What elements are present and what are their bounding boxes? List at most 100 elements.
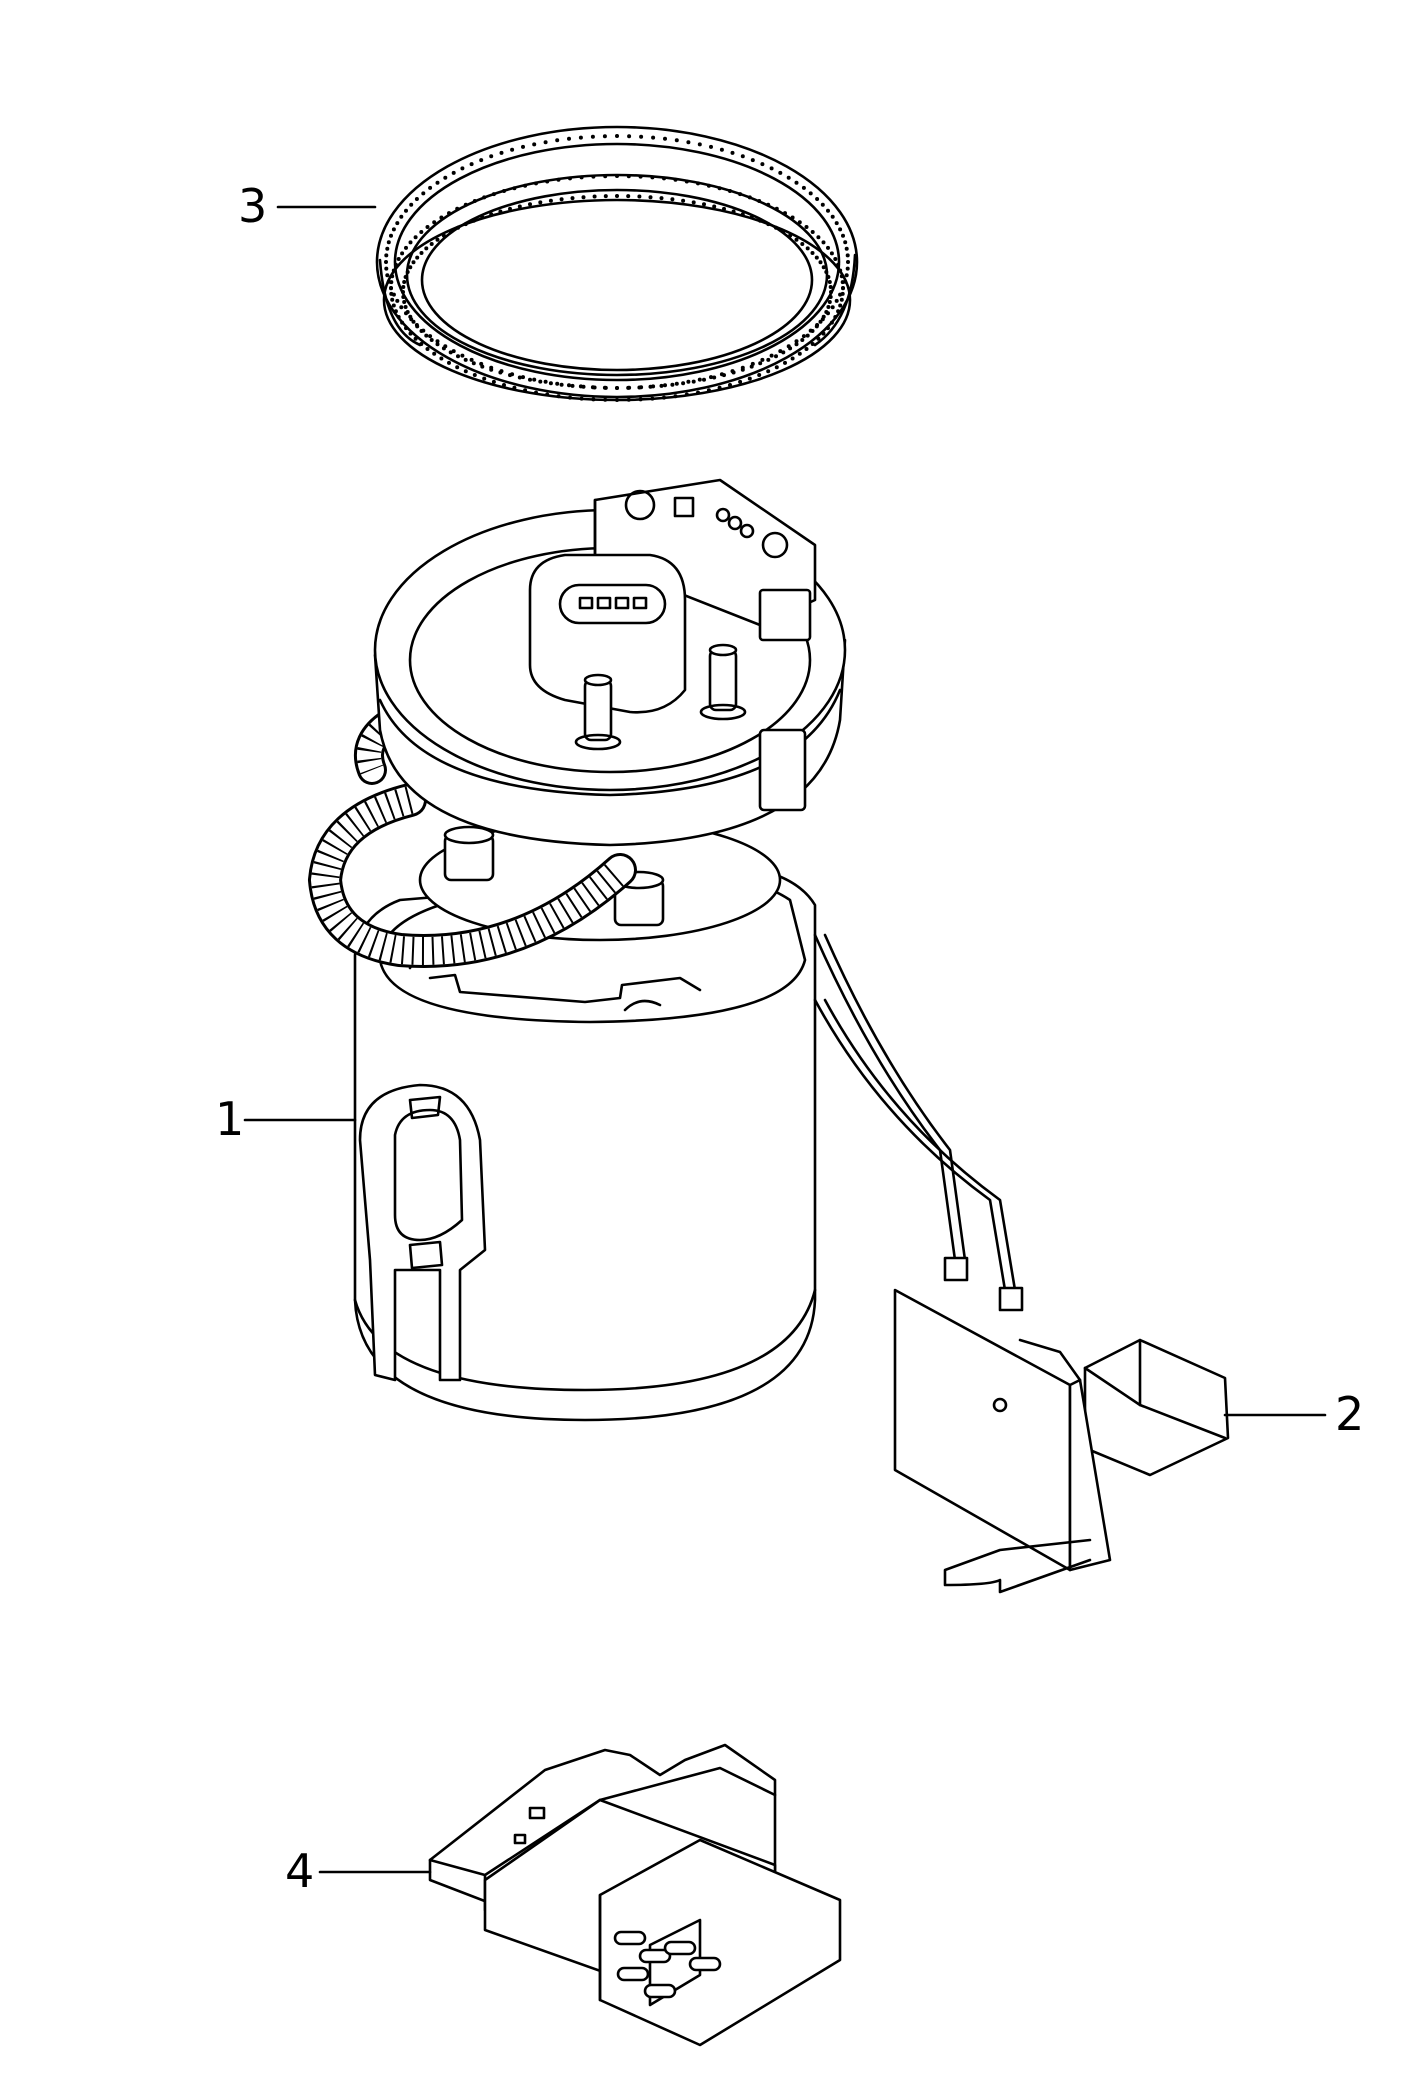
callout-2: 2 [1335,1387,1365,1441]
gasket-dot [451,349,456,354]
gasket-dot [403,305,408,309]
gasket-dot [697,142,702,147]
gasket-dot [512,385,517,390]
gasket-dot [834,221,839,226]
gasket-dot [405,270,410,274]
gasket-dot [659,196,664,201]
gasket-dot [696,181,700,186]
gasket-dot [663,383,667,388]
gasket-dot [517,204,522,209]
gasket-dot [399,305,404,310]
gasket-dot [844,273,849,278]
gasket-dot [814,324,819,329]
gasket-dot [838,303,843,308]
electrical-connector [428,1743,842,2047]
gasket-dot [570,383,575,388]
gasket-dot [615,194,619,198]
gasket-dot [627,134,632,139]
gasket-dot [702,377,706,382]
gasket-dot [757,373,762,377]
gasket-dot [432,220,437,225]
gasket-dot [523,388,528,393]
gasket-dot [534,181,538,186]
gasket-dot [800,338,805,342]
gasket-dot [389,233,393,238]
gasket-dot [766,222,771,227]
gasket-dot [783,211,787,216]
gasket-dot [788,233,793,238]
gasket-dot [615,398,619,402]
gasket-dot [386,240,391,245]
gasket-dot [808,191,813,196]
gasket-dot [841,233,845,238]
gasket-dot [455,365,460,370]
gasket-dot [463,357,468,362]
gasket-dot [591,174,596,179]
gasket-dot [674,138,679,143]
gasket-dot [491,379,496,384]
gasket-dot [532,377,537,382]
gasket-dot [728,383,732,387]
gasket-dot [681,198,686,203]
gasket-dot [839,274,844,279]
gasket-dot [717,385,722,390]
gasket-dot [528,202,532,207]
gasket-dot [479,158,484,163]
gasket-dot [830,214,835,219]
gasket-dot [810,230,815,234]
gasket-dot [489,212,494,217]
gasket-dot [783,360,787,365]
gasket-dot [829,251,834,256]
gasket-ring [375,125,859,402]
gasket-dot [778,170,783,175]
gasket-dot [706,183,711,188]
gasket-dot [815,197,820,201]
gasket-dot [670,197,675,202]
gasket-dot [482,376,487,381]
gasket-dot [626,174,631,179]
gasket-dot [401,290,405,294]
gasket-dot [738,379,743,384]
gasket-dot [824,270,829,274]
gasket-dot [517,375,522,380]
gasket-dot [419,251,424,255]
gasket-dot [639,134,644,139]
gasket-dot [521,144,525,149]
gasket-dot [749,215,754,220]
gasket-dot [469,357,474,362]
gasket-dot [800,242,805,246]
gasket-dot [556,394,561,399]
gasket-dot [673,394,678,399]
gasket-dot [747,195,752,200]
gasket-dot [451,170,456,175]
gasket-dot [638,174,643,179]
gasket-dot [408,331,413,336]
gasket-dot [844,246,849,251]
gasket-dot [428,334,433,339]
gasket-dot [592,385,597,390]
gasket-dot [480,364,485,369]
gasket-dot [471,361,476,366]
gasket-dot [463,369,468,374]
gasket-dot [804,347,809,351]
gasket-dot [774,365,779,370]
gasket-dot [829,290,833,294]
gasket-dot [559,197,564,202]
gasket-dot [826,326,830,331]
gasket-dot [846,260,850,264]
gasket-dot [829,320,834,325]
connector-pins [613,1930,722,1999]
gasket-dot [567,136,571,141]
gasket-dot [391,268,396,273]
gasket-dot [404,245,408,250]
gasket-dot [670,382,675,387]
gasket-dot [810,329,815,333]
gasket-dot [411,319,416,324]
gasket-dot [651,135,656,140]
gasket-dot [826,305,831,309]
gasket-dot [404,326,408,331]
gasket-dot [502,189,506,193]
gasket-dot [523,183,528,188]
gasket-dot [709,375,713,380]
